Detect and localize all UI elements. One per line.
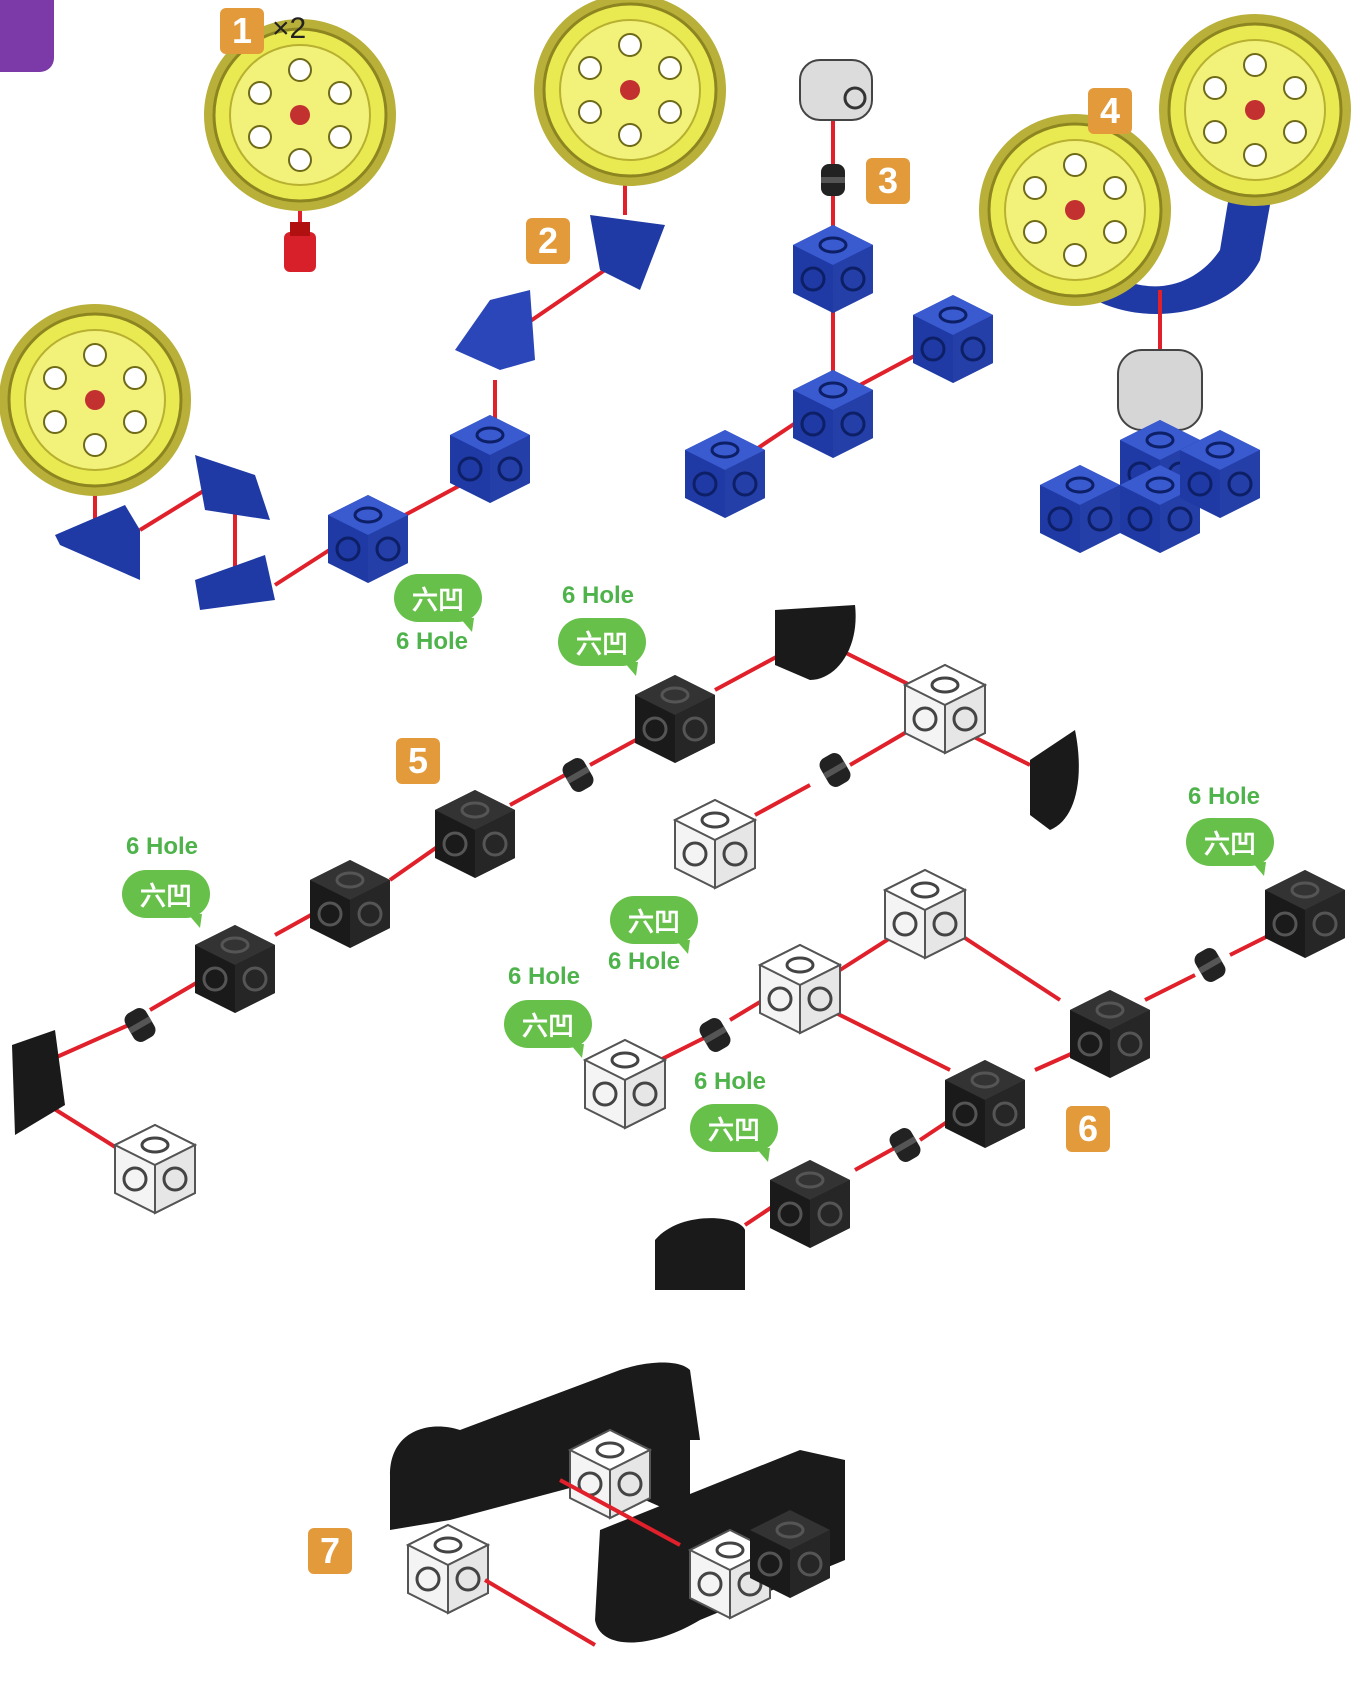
gear-part <box>1157 12 1353 208</box>
white-cube-part <box>903 663 987 755</box>
black-cube-part <box>943 1058 1027 1150</box>
step-badge-6: 6 <box>1066 1106 1110 1152</box>
hole-label: 6 Hole <box>562 582 635 609</box>
pin-part <box>821 164 845 196</box>
hole-label: 6 Hole <box>396 628 469 655</box>
blue-cube-part <box>1038 463 1122 555</box>
step7-group <box>390 1362 845 1647</box>
white-cube-part <box>883 868 967 960</box>
blue-cube-part <box>448 413 532 505</box>
gear-part <box>532 0 728 188</box>
white-cube-part <box>673 798 757 890</box>
pin-part <box>1191 945 1229 985</box>
gear-part <box>0 302 193 498</box>
hole-bubble: 六凹 <box>690 1104 778 1162</box>
step3-group <box>683 59 995 520</box>
white-cube-part <box>406 1523 490 1615</box>
hole-label: 6 Hole <box>694 1068 767 1095</box>
blue-cube-part <box>326 493 410 585</box>
pin-part <box>886 1125 924 1165</box>
pin-part <box>121 1005 159 1045</box>
white-cube-part <box>113 1123 197 1215</box>
hole-label: 6 Hole <box>508 963 581 990</box>
black-cube-part <box>308 858 392 950</box>
step-badge-2: 2 <box>526 218 570 264</box>
step5-group <box>12 605 1079 1215</box>
gear-part <box>977 112 1173 308</box>
pin-part <box>559 755 597 795</box>
page-tab <box>0 0 54 72</box>
white-cube-part <box>583 1038 667 1130</box>
step-badge-4: 4 <box>1088 88 1132 134</box>
pin-part <box>816 750 854 790</box>
step-badge-7: 7 <box>308 1528 352 1574</box>
white-cube-part <box>758 943 842 1035</box>
hole-bubble: 六凹 <box>122 870 210 928</box>
black-cube-part <box>433 788 517 880</box>
blue-cube-part <box>791 223 875 315</box>
hole-label: 6 Hole <box>1188 783 1261 810</box>
step-badge-5: 5 <box>396 738 440 784</box>
multiplier-label: ×2 <box>272 12 307 45</box>
black-cube-part <box>768 1158 852 1250</box>
blue-cube-part <box>911 293 995 385</box>
step6-group <box>583 868 1347 1290</box>
black-cube-part <box>633 673 717 765</box>
black-cube-part <box>1068 988 1152 1080</box>
white-cube-part <box>568 1428 652 1520</box>
step-badge-1: 1 <box>220 8 264 54</box>
hole-label: 6 Hole <box>608 948 681 975</box>
hole-bubble: 六凹 <box>394 574 482 632</box>
black-cube-part <box>1263 868 1347 960</box>
step1-group <box>202 17 398 272</box>
step4-group <box>977 12 1353 555</box>
step-badge-3: 3 <box>866 158 910 204</box>
hole-label: 6 Hole <box>126 833 199 860</box>
hole-bubble: 六凹 <box>1186 818 1274 876</box>
hole-bubble: 六凹 <box>558 618 646 676</box>
pin-part <box>696 1015 734 1055</box>
hole-bubble: 六凹 <box>610 896 698 954</box>
hole-bubble: 六凹 <box>504 1000 592 1058</box>
step2-group <box>0 0 728 610</box>
blue-cube-part <box>683 428 767 520</box>
black-cube-part <box>193 923 277 1015</box>
